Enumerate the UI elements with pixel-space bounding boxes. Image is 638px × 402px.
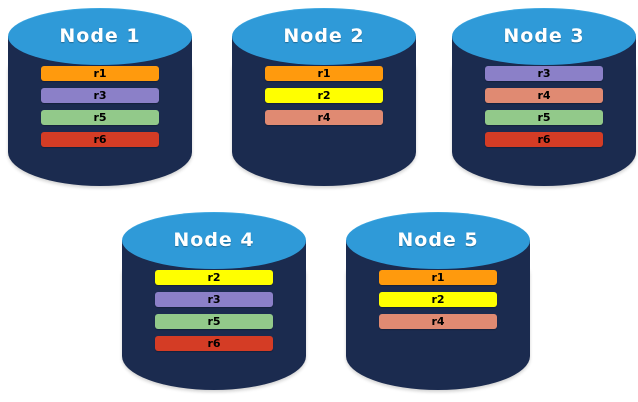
replica-bar[interactable]: r5 [41, 110, 159, 125]
node-cylinder-top [232, 8, 416, 65]
replica-label: r1 [93, 67, 107, 80]
replica-label: r2 [207, 271, 221, 284]
replica-label: r3 [537, 67, 551, 80]
database-node-4[interactable]: Node 4 r2 r3 r5 r6 [122, 212, 306, 390]
database-node-5[interactable]: Node 5 r1 r2 r4 [346, 212, 530, 390]
node-cylinder-top [8, 8, 192, 65]
replica-bar[interactable]: r1 [265, 66, 383, 81]
node-title: Node 4 [173, 229, 255, 251]
replica-list: r1 r2 r4 [379, 270, 497, 336]
replica-bar[interactable]: r6 [155, 336, 273, 351]
database-node-2[interactable]: Node 2 r1 r2 r4 [232, 8, 416, 186]
replica-label: r6 [537, 133, 551, 146]
replica-label: r5 [537, 111, 551, 124]
replica-bar[interactable]: r2 [379, 292, 497, 307]
replica-label: r5 [207, 315, 221, 328]
replica-bar[interactable]: r3 [485, 66, 603, 81]
replica-bar[interactable]: r4 [265, 110, 383, 125]
replica-label: r4 [317, 111, 331, 124]
replica-list: r2 r3 r5 r6 [155, 270, 273, 358]
replica-list: r3 r4 r5 r6 [485, 66, 603, 154]
node-title: Node 2 [283, 25, 365, 47]
replica-bar[interactable]: r4 [379, 314, 497, 329]
replica-label: r6 [93, 133, 107, 146]
replica-bar[interactable]: r4 [485, 88, 603, 103]
replica-bar[interactable]: r5 [485, 110, 603, 125]
replica-label: r2 [317, 89, 331, 102]
replica-list: r1 r2 r4 [265, 66, 383, 132]
replica-bar[interactable]: r6 [485, 132, 603, 147]
replica-label: r6 [207, 337, 221, 350]
replica-label: r1 [317, 67, 331, 80]
node-cylinder-top [346, 212, 530, 269]
replica-label: r3 [93, 89, 107, 102]
replica-bar[interactable]: r3 [41, 88, 159, 103]
node-cylinder-top [452, 8, 636, 65]
node-cylinder-top [122, 212, 306, 269]
node-title: Node 3 [503, 25, 585, 47]
replica-label: r2 [431, 293, 445, 306]
replica-label: r5 [93, 111, 107, 124]
replica-label: r4 [431, 315, 445, 328]
replica-bar[interactable]: r2 [155, 270, 273, 285]
replica-bar[interactable]: r1 [41, 66, 159, 81]
replica-label: r4 [537, 89, 551, 102]
replica-bar[interactable]: r5 [155, 314, 273, 329]
database-node-1[interactable]: Node 1 r1 r3 r5 r6 [8, 8, 192, 186]
database-node-3[interactable]: Node 3 r3 r4 r5 r6 [452, 8, 636, 186]
replica-bar[interactable]: r2 [265, 88, 383, 103]
replica-bar[interactable]: r6 [41, 132, 159, 147]
replica-list: r1 r3 r5 r6 [41, 66, 159, 154]
replica-bar[interactable]: r3 [155, 292, 273, 307]
replica-label: r1 [431, 271, 445, 284]
node-title: Node 5 [397, 229, 479, 251]
node-title: Node 1 [59, 25, 141, 47]
replica-label: r3 [207, 293, 221, 306]
replica-bar[interactable]: r1 [379, 270, 497, 285]
